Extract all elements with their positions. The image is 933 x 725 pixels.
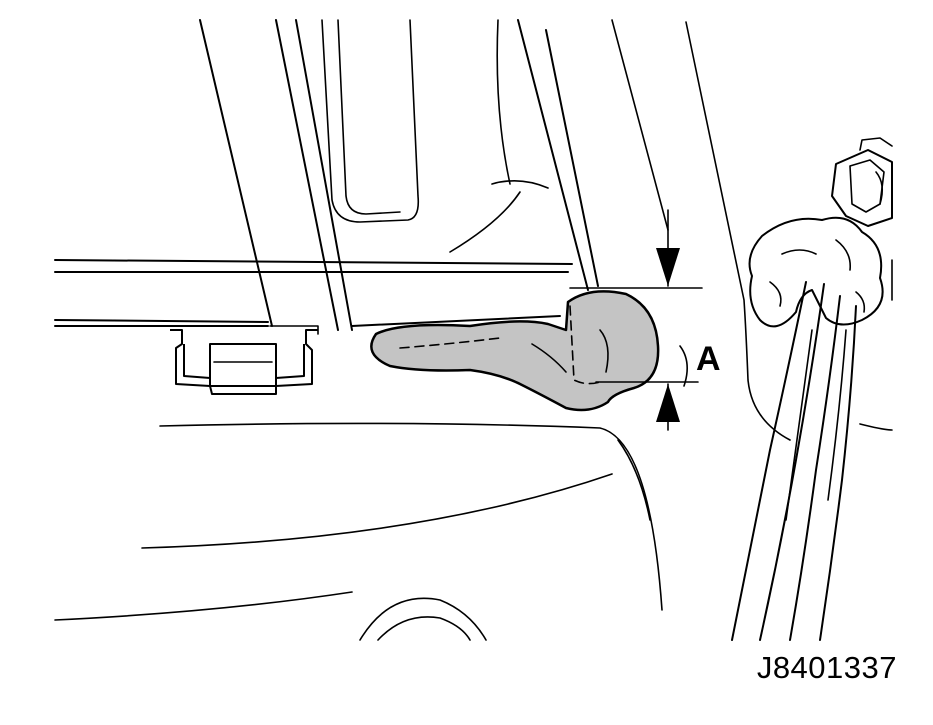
dimension-a: A	[569, 209, 721, 431]
wiring-harness-wrap	[748, 216, 884, 328]
sealant-bead	[370, 290, 660, 412]
top-arrow-icon	[656, 248, 680, 286]
upper-panel-curves	[321, 19, 549, 253]
left-pillar	[199, 19, 353, 331]
figure-reference-code: J8401337	[756, 650, 897, 685]
horizontal-rail	[54, 259, 573, 327]
bottom-arrow-icon	[656, 384, 680, 422]
right-pillar	[517, 19, 791, 441]
retainer-clip	[170, 325, 319, 395]
bolt	[831, 137, 893, 227]
wiring-harness	[731, 259, 893, 641]
lower-panel-lines	[54, 422, 663, 641]
dimension-label: A	[696, 340, 721, 378]
